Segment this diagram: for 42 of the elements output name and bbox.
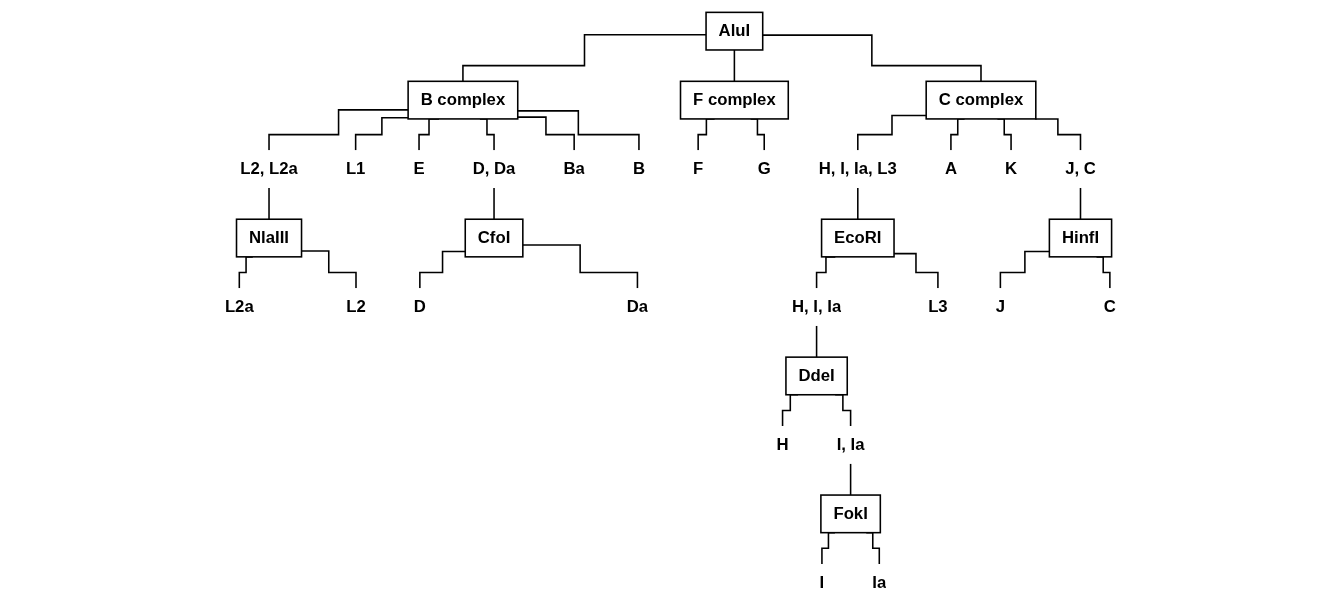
node-box: EcoRI	[820, 218, 895, 258]
node-text: G	[757, 159, 771, 178]
node-box: C complex	[925, 80, 1037, 120]
node-text: J	[995, 297, 1005, 316]
node-box: F complex	[679, 80, 789, 120]
connector	[492, 187, 495, 220]
connector	[1034, 118, 1081, 152]
connector	[733, 49, 735, 83]
node-text: Ba	[563, 159, 585, 178]
node-text: Ia	[871, 573, 886, 592]
node-text: D	[413, 297, 426, 316]
node-text: J, C	[1064, 159, 1096, 178]
connector	[1079, 187, 1081, 220]
node-box: HinfI	[1048, 218, 1112, 258]
node-text: C	[1103, 297, 1116, 316]
node-box: NlaIII	[235, 218, 302, 258]
node-box: DdeI	[784, 356, 848, 396]
node-text: A	[944, 159, 957, 178]
node-text: L3	[927, 297, 948, 316]
connector	[849, 462, 851, 496]
node-box: CfoI	[464, 218, 524, 258]
connector	[815, 325, 817, 358]
node-text: Da	[626, 297, 648, 316]
node-text: I, Ia	[836, 435, 865, 454]
node-text: H	[776, 435, 789, 454]
node-text: L2, L2a	[239, 159, 298, 178]
node-text: L2	[345, 297, 366, 316]
node-box: B complex	[406, 80, 519, 120]
node-text: K	[1004, 159, 1017, 178]
node-text: F	[692, 159, 703, 178]
node-text: I	[819, 573, 824, 592]
node-text: H, I, Ia	[791, 297, 841, 316]
node-box: FokI	[819, 494, 881, 534]
node-box: AluI	[704, 11, 764, 51]
node-text: E	[413, 159, 425, 178]
node-text: L1	[345, 159, 365, 178]
node-text: L2a	[224, 297, 254, 316]
node-text: H, I, Ia, L3	[818, 159, 897, 178]
connector	[267, 187, 270, 220]
node-text: B	[632, 159, 645, 178]
connector	[856, 187, 859, 220]
node-text: D, Da	[472, 159, 515, 178]
